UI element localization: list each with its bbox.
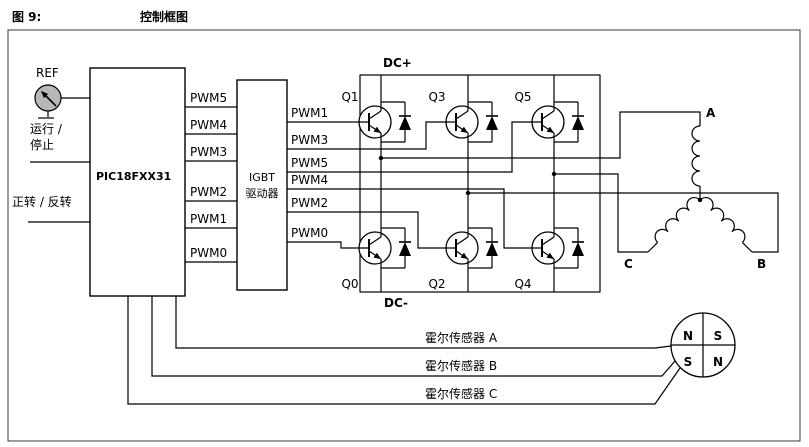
phase-c-label: C xyxy=(624,257,633,271)
diagram-border xyxy=(7,29,801,442)
phase-a-label: A xyxy=(706,106,716,120)
motor-winding-b-icon xyxy=(699,193,749,244)
mcu-driver-wires xyxy=(185,106,237,263)
motor-winding-a-icon xyxy=(691,125,701,187)
hall-sensor-a-label: 霍尔传感器 A xyxy=(425,330,498,345)
disc-s-bottom-label: S xyxy=(684,355,693,369)
junction-dot xyxy=(465,190,471,196)
hall-sensor-b-label: 霍尔传感器 B xyxy=(425,358,497,373)
mcu-pwm5-label: PWM5 xyxy=(190,91,227,105)
transistor-q3-icon xyxy=(435,96,499,148)
mcu-pwm1-label: PWM1 xyxy=(190,212,227,226)
driver-pwm3-label: PWM3 xyxy=(291,133,328,147)
motor-winding-c-icon xyxy=(651,193,701,244)
run-stop-label-line2: 停止 xyxy=(30,137,54,152)
run-stop-label-line1: 运行 / xyxy=(30,122,63,136)
disc-n-top-label: N xyxy=(683,329,693,343)
ref-label: REF xyxy=(36,66,59,80)
hall-wires xyxy=(127,296,681,405)
hall-sensor-c-label: 霍尔传感器 C xyxy=(425,386,497,401)
hall-disc-icon xyxy=(670,312,736,378)
driver-pwm4-label: PWM4 xyxy=(291,173,328,187)
figure-number: 图 9: xyxy=(12,10,41,24)
igbt-driver-block xyxy=(236,79,288,291)
mcu-pwm2-label: PWM2 xyxy=(190,185,227,199)
mcu-pwm4-label: PWM4 xyxy=(190,118,227,132)
junction-dot xyxy=(551,171,557,177)
phase-wires xyxy=(381,111,779,253)
igbt-driver-label-line2: 驱动器 xyxy=(246,187,279,200)
q1-label: Q1 xyxy=(341,90,358,104)
input-wires xyxy=(28,97,90,223)
transistor-q5-icon xyxy=(521,96,585,148)
disc-n-bottom-label: N xyxy=(713,355,723,369)
q2-label: Q2 xyxy=(428,277,445,291)
phase-b-label: B xyxy=(757,257,766,271)
dc-plus-label: DC+ xyxy=(383,56,412,70)
mcu-block xyxy=(89,67,186,297)
potentiometer-icon xyxy=(34,84,62,112)
transistor-q1-icon xyxy=(348,96,412,148)
igbt-driver-label-line1: IGBT xyxy=(249,171,275,184)
q4-label: Q4 xyxy=(514,277,531,291)
mcu-pwm0-label: PWM0 xyxy=(190,246,227,260)
q3-label: Q3 xyxy=(428,90,445,104)
driver-pwm5-label: PWM5 xyxy=(291,156,328,170)
driver-pwm1-label: PWM1 xyxy=(291,106,328,120)
q5-label: Q5 xyxy=(514,90,531,104)
fwd-rev-label: 正转 / 反转 xyxy=(12,194,72,209)
mcu-pwm3-label: PWM3 xyxy=(190,145,227,159)
junction-dot xyxy=(378,155,384,161)
transistor-q4-icon xyxy=(521,222,585,274)
disc-s-top-label: S xyxy=(714,329,723,343)
dc-minus-label: DC- xyxy=(384,296,408,310)
mcu-label: PIC18FXX31 xyxy=(96,170,171,183)
q0-label: Q0 xyxy=(341,277,358,291)
transistor-q2-icon xyxy=(435,222,499,274)
figure-caption: 控制框图 xyxy=(140,9,188,24)
transistor-q0-icon xyxy=(348,222,412,274)
driver-pwm0-label: PWM0 xyxy=(291,226,328,240)
driver-pwm2-label: PWM2 xyxy=(291,196,328,210)
bridge-box xyxy=(359,74,601,293)
gate-wires xyxy=(287,121,522,249)
